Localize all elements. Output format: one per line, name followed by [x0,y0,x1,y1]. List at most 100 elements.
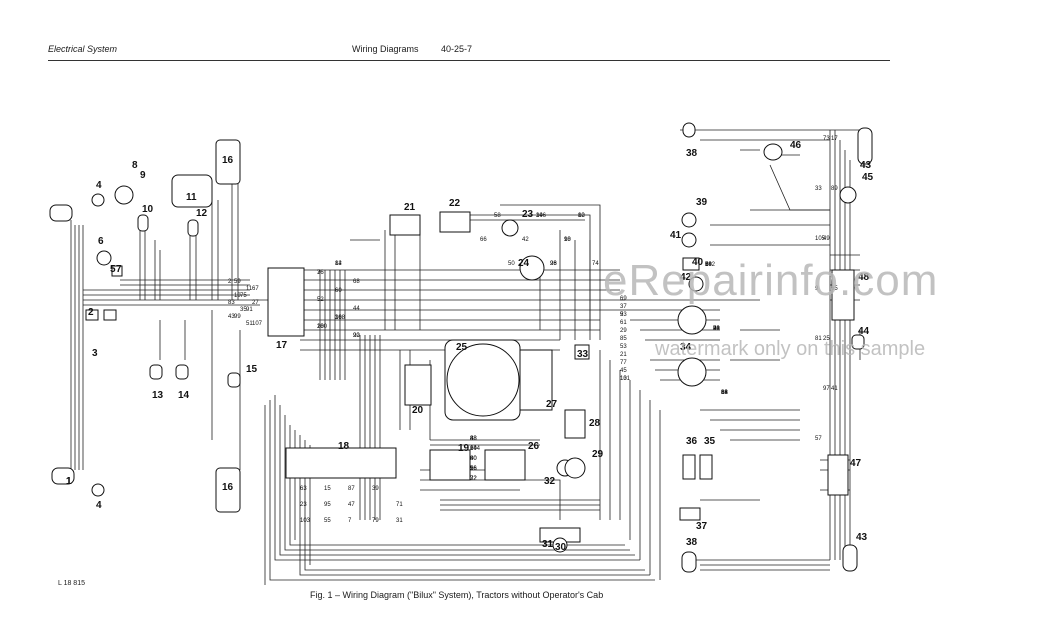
wire-number-label: 64 [470,446,477,452]
wire-number-label: 57 [815,436,822,442]
wire-number-label: 41 [831,386,838,392]
ignition-icon [564,457,586,479]
component-27-label: 27 [546,399,558,410]
component-17-label: 17 [276,340,288,351]
lamp-icon [851,334,865,350]
wire-number-label: 84 [335,261,342,267]
wire-number-label: 9 [815,286,819,292]
horn-icon [91,193,105,207]
relay-icon [389,214,421,236]
component-21-label: 21 [404,202,416,213]
switch-icon [404,364,432,406]
component-23-label: 23 [522,209,534,220]
chapter-title: Wiring Diagrams [352,44,419,54]
wire-number-label: 30 [705,262,712,268]
lamp-icon [227,372,241,388]
headlamp-icon [49,204,73,222]
switch-icon [96,250,112,266]
component-45-label: 45 [862,172,874,183]
component-48-label: 48 [858,272,870,283]
wire-number-label: 54 [705,262,712,268]
wire-number-label: 99 [234,314,241,320]
wire-number-label: 85 [620,336,627,342]
wire-number-label: 75 [240,293,247,299]
wire-number-label: 37 [620,304,627,310]
wire-number-label: 36 [335,315,342,321]
component-16-label: 16 [222,155,234,166]
wire-number-label: 58 [494,213,501,219]
socket-icon [677,357,707,387]
component-16-label: 16 [222,482,234,493]
component-15-label: 15 [246,364,258,375]
lamp-icon [175,364,189,380]
wire-number-label: 52 [317,297,324,303]
wire-number-label: 86 [721,390,728,396]
tail-lamp-icon [681,551,697,573]
wire-number-label: 49 [823,236,830,242]
connector-icon [831,269,855,321]
sender-icon [137,214,149,232]
component-20-label: 20 [412,405,424,416]
component-37-label: 37 [696,521,708,532]
component-30-label: 30 [555,542,567,553]
wire-30 [299,435,650,576]
wire-number-label: 107 [252,321,263,327]
wire-number-label: 39 [372,486,379,492]
wire-number-label: 100 [317,324,328,330]
wire-number-label: 74 [592,261,599,267]
wire-number-label: 12 [335,261,342,267]
main-connector-icon [267,267,305,337]
wire-number-label: 71 [396,502,403,508]
socket-icon [677,305,707,335]
wire-number-label: 106 [536,213,547,219]
component-40-label: 40 [692,257,704,268]
connector-icon [85,309,99,321]
lamp-icon [688,276,704,292]
wire-26 [279,405,635,556]
wire-31 [304,440,645,571]
tail-lamp-icon [682,122,696,138]
wire-number-label: 62 [721,390,728,396]
wire-77 [520,479,561,520]
wire-number-label: 43 [228,314,235,320]
wire-number-label: 18 [564,237,571,243]
wire-number-label: 103 [300,518,311,524]
watermark-site: eRepairinfo.com [603,256,939,305]
component-19-label: 19 [458,443,470,454]
wire-number-label: 24 [470,446,477,452]
lamp-icon [681,232,697,248]
component-32-label: 32 [544,476,556,487]
component-24-label: 24 [518,258,530,269]
connector-icon [827,454,849,496]
relay-icon [111,265,123,277]
relay-icon [682,257,700,271]
wire-number-label: 45 [620,368,627,374]
wire-number-label: 53 [620,344,627,350]
wire-number-label: 14 [721,390,728,396]
component-10-label: 10 [142,204,154,215]
wire-number-label: 13 [620,376,627,382]
component-41-label: 41 [670,230,682,241]
wire-number-label: 51 [246,321,253,327]
wire-number-label: 48 [470,436,477,442]
starter-motor-icon [171,174,213,208]
component-43-label: 43 [856,532,868,543]
headlamp-icon [51,467,75,485]
wire-number-label: 94 [713,326,720,332]
wire-number-label: 77 [620,360,627,366]
component-43-label: 43 [860,160,872,171]
wire-number-label: 105 [815,236,826,242]
component-31-label: 31 [542,539,554,550]
wire-number-label: 89 [831,186,838,192]
wire-number-label: 80 [470,456,477,462]
tachometer-icon [446,343,520,417]
tail-lamp-icon [857,127,873,165]
wire-number-label: 21 [620,352,627,358]
wire-number-label: 98 [550,261,557,267]
wire-number-label: 19 [234,293,241,299]
turn-signal-icon [484,449,526,481]
wire-number-label: 102 [705,262,716,268]
wire-number-label: 67 [252,286,259,292]
